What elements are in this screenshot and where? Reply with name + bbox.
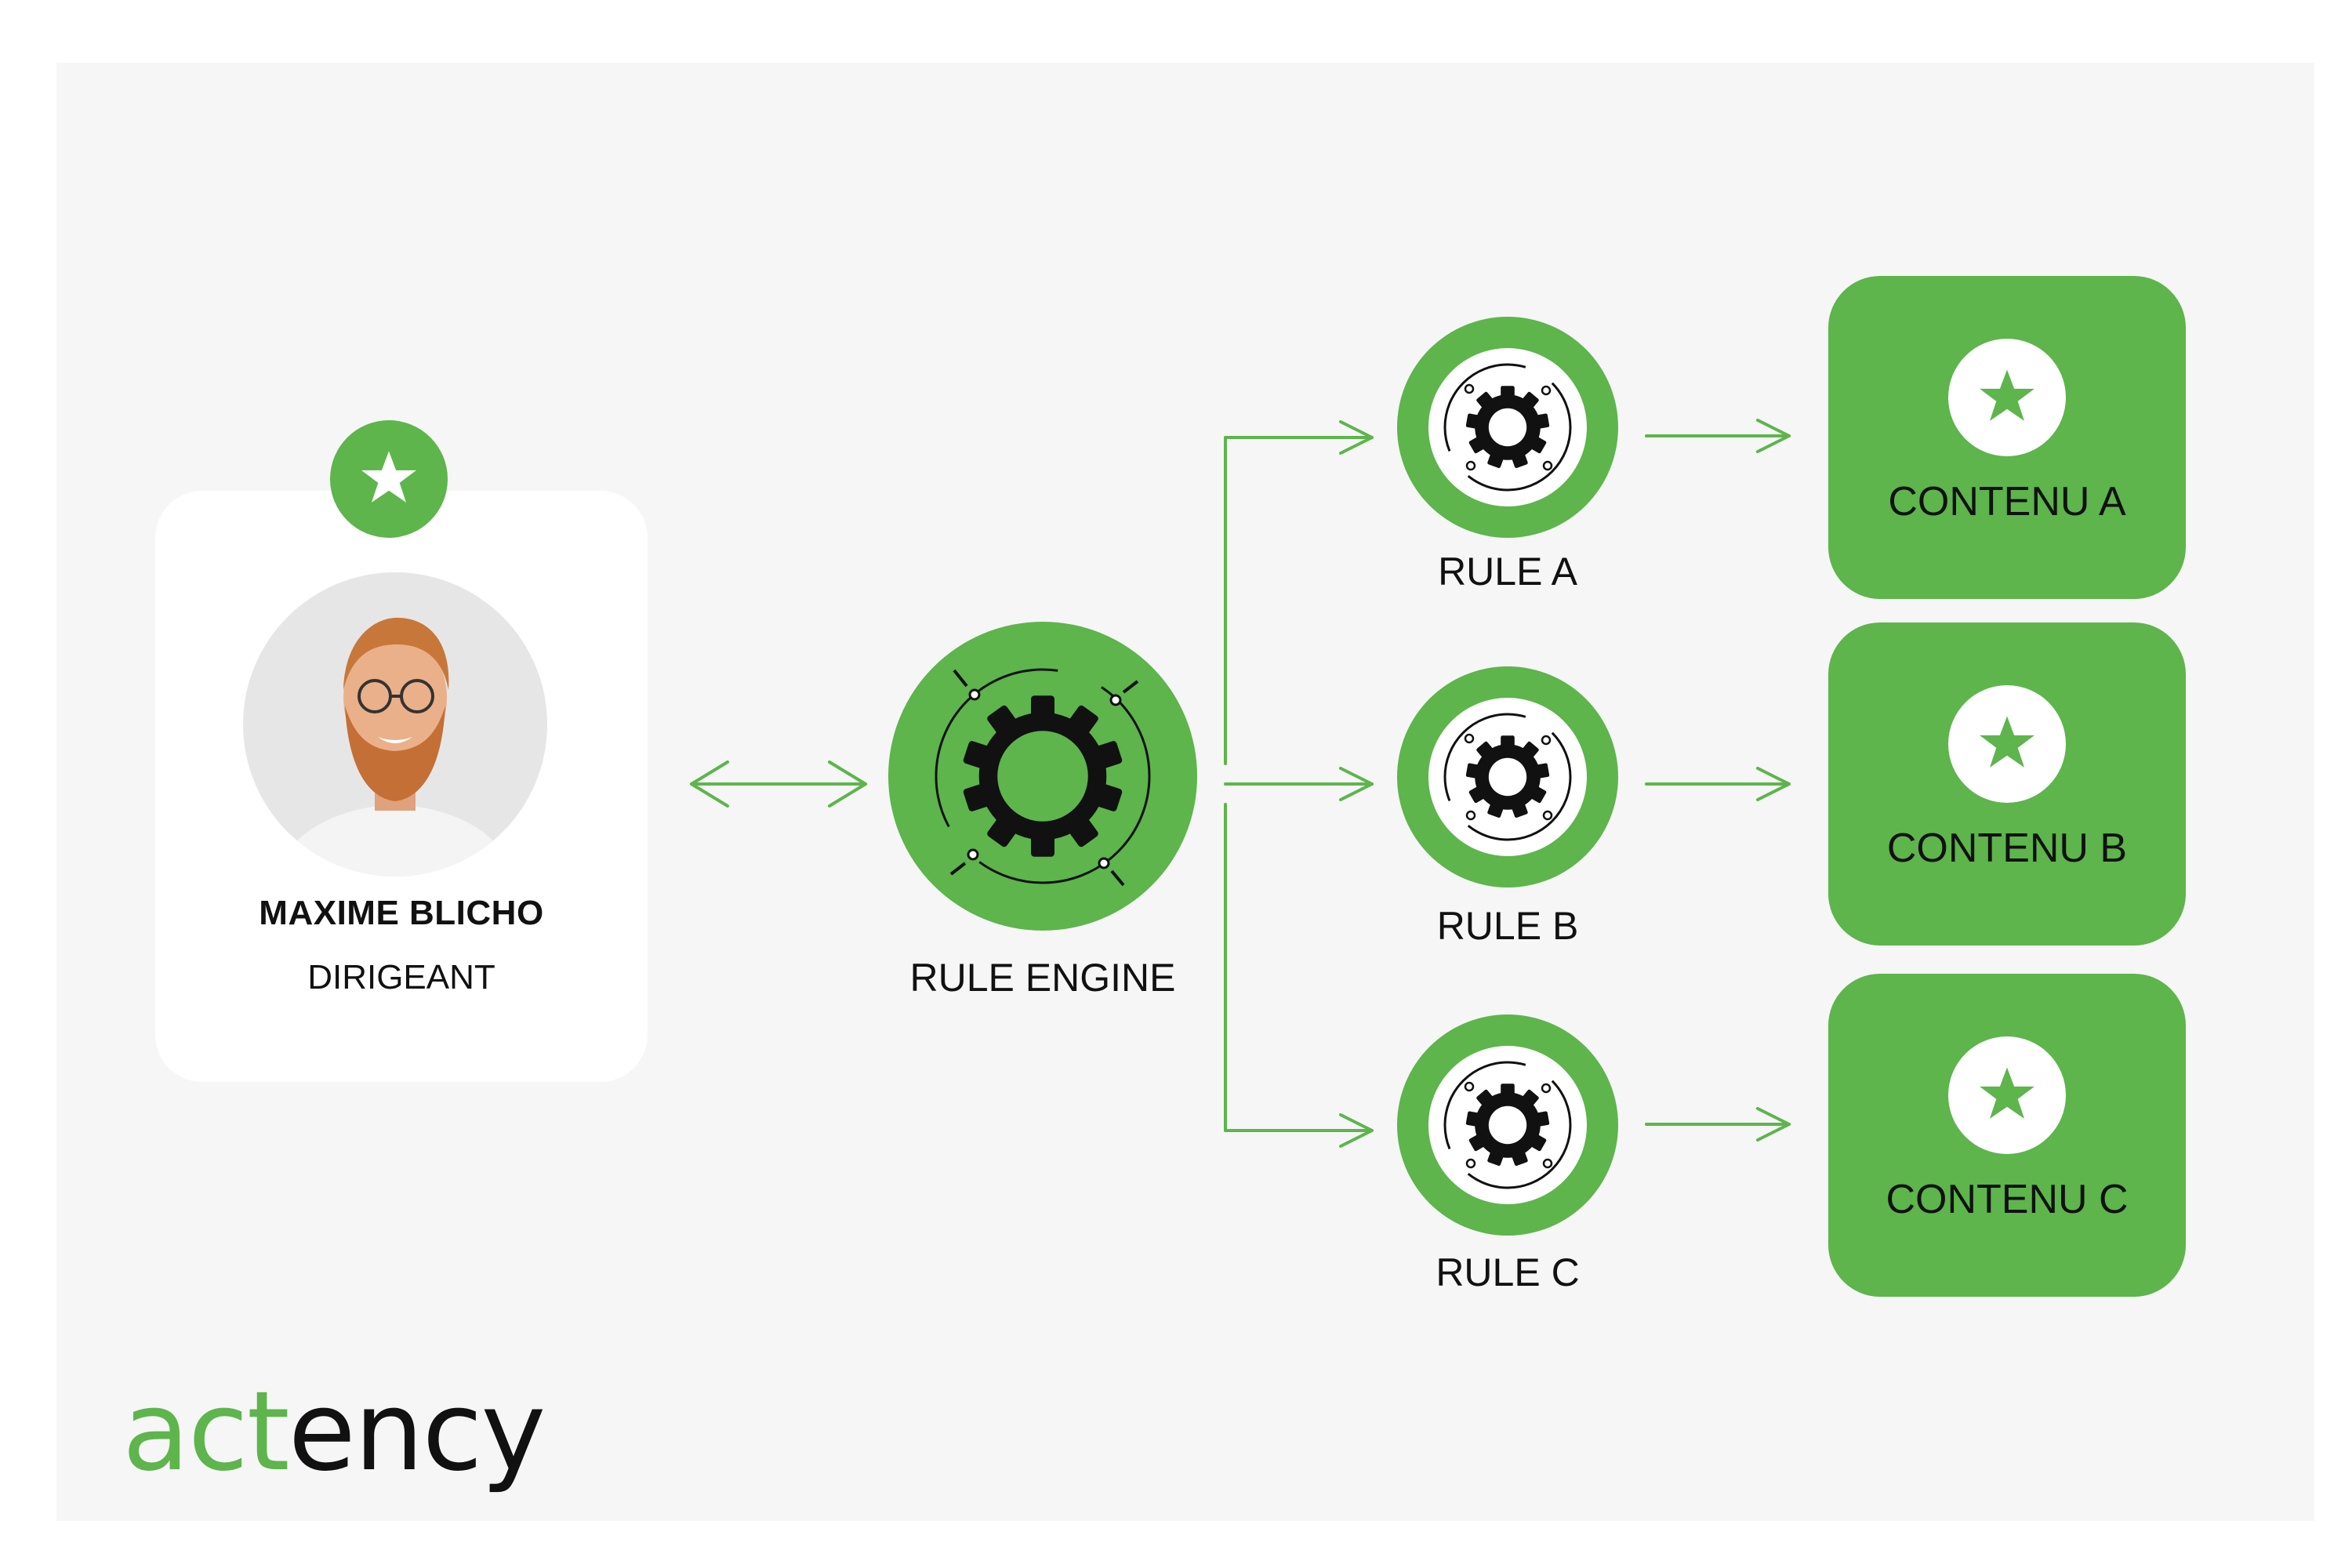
star-icon <box>359 448 419 511</box>
logo-part-green: act <box>122 1368 290 1496</box>
rule-b-label: RULE B <box>1436 904 1579 948</box>
rule-c-label: RULE C <box>1436 1250 1580 1294</box>
rule-engine-label: RULE ENGINE <box>909 956 1176 1000</box>
rule-engine-node[interactable] <box>888 622 1197 931</box>
content-a-label: CONTENU A <box>1888 479 2126 524</box>
content-a-badge <box>1948 339 2066 456</box>
rule-orbit <box>1443 1061 1572 1189</box>
content-b-card[interactable]: CONTENU B <box>1828 622 2186 946</box>
person-portrait-icon <box>274 617 516 877</box>
gear-icon <box>1465 384 1551 474</box>
gear-icon <box>1465 1082 1551 1172</box>
rule-b-node[interactable] <box>1397 666 1618 887</box>
avatar <box>243 572 547 877</box>
content-b-label: CONTENU B <box>1886 826 2128 871</box>
content-b-badge <box>1948 685 2066 803</box>
content-a-card[interactable]: CONTENU A <box>1828 276 2186 599</box>
content-c-badge <box>1948 1036 2066 1154</box>
gear-icon <box>959 692 1127 864</box>
brand-logo: actency <box>122 1368 546 1496</box>
branch-connector <box>1224 420 1374 1148</box>
logo-part-dark: ency <box>288 1368 546 1496</box>
rule-c-inner <box>1428 1046 1587 1204</box>
rule-b-inner <box>1428 698 1587 856</box>
profile-name: MAXIME BLICHO <box>259 894 544 932</box>
rule-a-inner <box>1428 348 1587 506</box>
rule-orbit <box>1443 713 1572 841</box>
content-c-card[interactable]: CONTENU C <box>1828 974 2186 1297</box>
gear-icon <box>1465 734 1551 824</box>
profile-badge <box>330 420 448 538</box>
star-icon <box>1977 1064 2037 1127</box>
engine-orbit <box>935 668 1151 887</box>
rule-a-node[interactable] <box>1397 317 1618 538</box>
star-icon <box>1977 713 2037 776</box>
rule-to-content-arrows <box>1645 419 1791 1142</box>
star-icon <box>1977 366 2037 430</box>
rule-orbit <box>1443 363 1572 492</box>
rule-a-label: RULE A <box>1438 550 1577 593</box>
profile-role: DIRIGEANT <box>307 958 495 996</box>
rule-c-node[interactable] <box>1397 1014 1618 1236</box>
content-c-label: CONTENU C <box>1886 1177 2129 1222</box>
bidirectional-arrow-icon <box>690 760 867 808</box>
